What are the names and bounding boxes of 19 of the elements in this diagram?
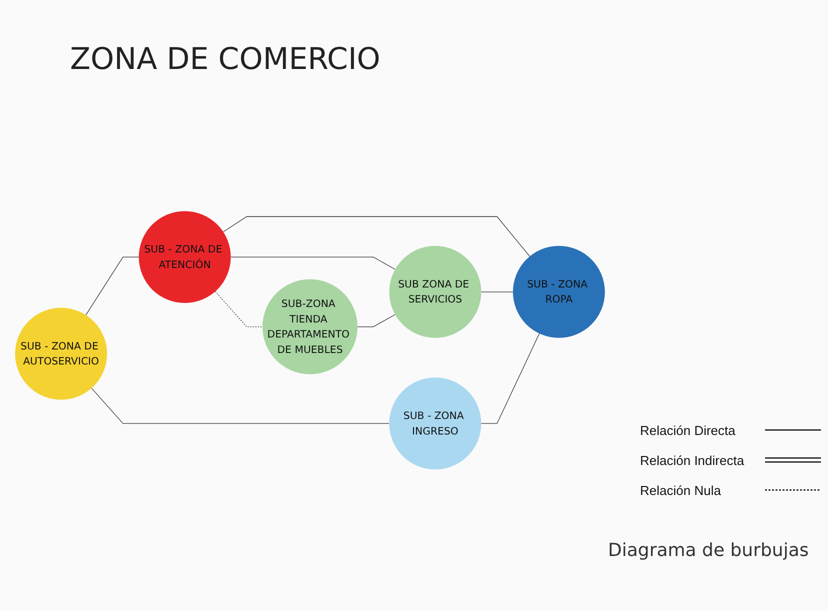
connector <box>230 256 396 270</box>
legend-text: Relación Indirecta <box>640 452 746 468</box>
connector <box>91 388 390 424</box>
node-circle: SUB - ZONA INGRESO <box>389 377 482 470</box>
connector <box>215 290 263 327</box>
connector <box>222 216 530 256</box>
diagram-title: ZONA DE COMERCIO <box>70 42 380 77</box>
node-circle: SUB - ZONA ROPA <box>512 246 605 338</box>
connector <box>480 332 540 424</box>
legend-text: Relación Nula <box>640 482 722 498</box>
connector <box>480 291 514 292</box>
connector <box>86 256 140 316</box>
node-circle: SUB ZONA DE SERVICIOS <box>389 246 482 338</box>
node-circle: SUB-ZONA TIENDA DEPARTAMENTO DE MUEBLES <box>262 279 358 374</box>
connector <box>357 314 396 327</box>
legend-text: Relación Directa <box>640 422 736 438</box>
node-circle: SUB - ZONA DE ATENCIÓN <box>138 210 231 303</box>
node-circle: SUB - ZONA DE AUTOSERVICIO <box>15 308 108 400</box>
diagram-caption: Diagrama de burbujas <box>608 540 809 561</box>
